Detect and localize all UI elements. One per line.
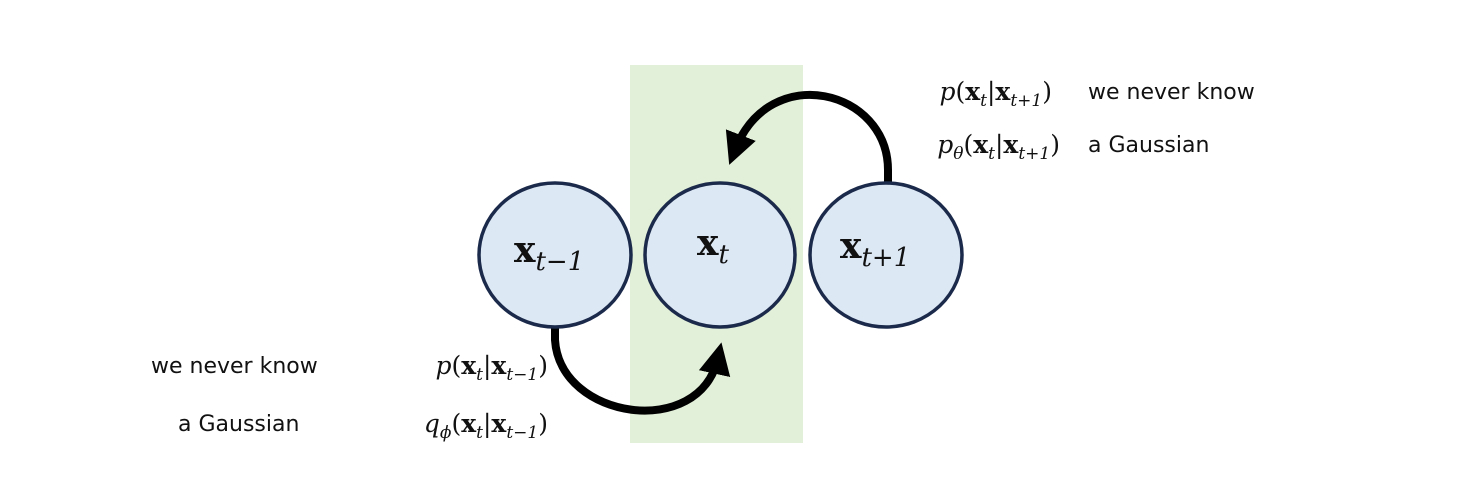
formula-part: x xyxy=(491,351,507,380)
formula-part: ) xyxy=(538,409,548,438)
formula-part: ( xyxy=(963,130,973,159)
formula-part: t+1 xyxy=(1018,144,1050,164)
model-forward-label: a Gaussian xyxy=(178,412,299,437)
formula-part: x xyxy=(973,130,989,159)
formula-part: ( xyxy=(451,351,461,380)
true-reverse-label: we never know xyxy=(1088,80,1255,105)
formula-part: p xyxy=(939,77,955,106)
svg-text:xt+1: xt+1 xyxy=(840,225,910,273)
model-forward-formula: qϕ(xt|xt−1) xyxy=(424,409,548,443)
formula-part: t−1 xyxy=(506,423,538,443)
formula-part: ϕ xyxy=(440,423,452,443)
true-forward-formula: p(xt|xt−1) xyxy=(435,351,548,385)
formula-part: q xyxy=(424,409,440,438)
formula-part: ( xyxy=(955,77,965,106)
formula-part: x xyxy=(965,77,981,106)
true-forward-label: we never know xyxy=(151,354,318,379)
formula-part: p xyxy=(937,130,953,159)
node-x-t-minus-1: xt−1 xyxy=(477,181,633,329)
formula-part: t xyxy=(476,423,483,443)
formula-part: x xyxy=(491,409,507,438)
formula-part: t xyxy=(980,91,987,111)
formula-part: t xyxy=(476,365,483,385)
node-x-t: xt xyxy=(643,181,797,329)
true-reverse-formula: p(xt|xt+1) xyxy=(939,77,1052,111)
model-reverse-formula: pθ(xt|xt+1) xyxy=(937,130,1060,164)
formula-part: t−1 xyxy=(506,365,538,385)
node-x-t-plus-1: xt+1 xyxy=(808,181,964,329)
forward-arrow xyxy=(551,327,731,415)
formula-part: p xyxy=(435,351,451,380)
formula-part: | xyxy=(483,351,491,381)
formula-part: x xyxy=(461,409,477,438)
svg-text:xt: xt xyxy=(697,222,729,270)
svg-text:xt−1: xt−1 xyxy=(514,229,584,277)
formula-part: ( xyxy=(451,409,461,438)
formula-part: x xyxy=(461,351,477,380)
formula-part: | xyxy=(987,77,995,107)
formula-part: x xyxy=(995,77,1011,106)
formula-part: | xyxy=(483,409,491,439)
model-reverse-label: a Gaussian xyxy=(1088,133,1209,158)
reverse-arrow xyxy=(725,90,892,183)
formula-part: t+1 xyxy=(1010,91,1042,111)
formula-part: | xyxy=(995,130,1003,160)
formula-part: ) xyxy=(1050,130,1060,159)
formula-part: ) xyxy=(538,351,548,380)
formula-part: x xyxy=(1003,130,1019,159)
formula-part: ) xyxy=(1042,77,1052,106)
formula-part: t xyxy=(988,144,995,164)
formula-part: θ xyxy=(953,144,963,164)
